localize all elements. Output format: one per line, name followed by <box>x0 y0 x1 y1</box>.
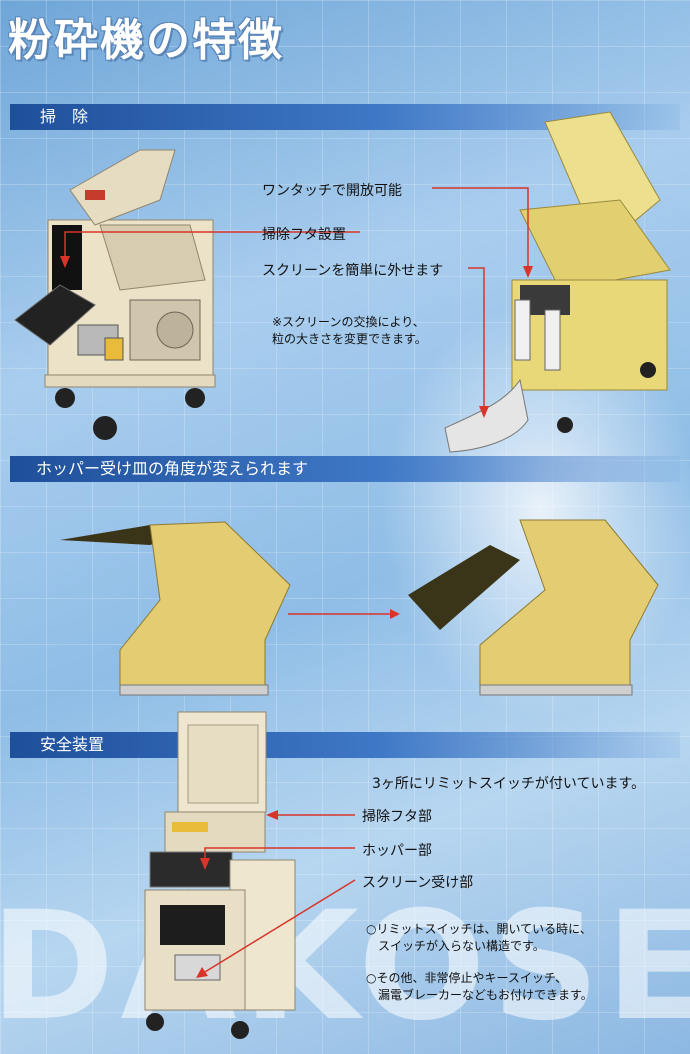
callout-line-screen-switch <box>199 879 356 976</box>
watermark-text: DAKOSE <box>0 880 690 1054</box>
page-title: 粉砕機の特徴 <box>8 15 284 66</box>
callout-lid-section: 掃除フタ部 <box>362 809 432 825</box>
safety-note-2-line-1: ○その他、非常停止やキースイッチ、 <box>366 971 568 985</box>
callout-screen-section: スクリーン受け部 <box>362 875 474 891</box>
callout-line-lid <box>64 231 360 262</box>
safety-note-1-line-2: スイッチが入らない構造です。 <box>366 939 545 953</box>
crusher-photo-left <box>14 149 216 440</box>
screen-mesh-image <box>444 378 529 453</box>
safety-note-2-line-2: 漏電ブレーカーなどもお付けできます。 <box>366 988 593 1002</box>
callout-line-screen <box>468 267 485 412</box>
hopper-tray-position-1 <box>60 521 291 696</box>
callout-line-one-touch <box>432 187 529 272</box>
screen-note-line-2: 粒の大きさを変更できます。 <box>272 332 427 346</box>
callout-hopper-section: ホッパー部 <box>362 843 432 859</box>
callout-screen-removal: スクリーンを簡単に外せます <box>262 263 444 279</box>
hopper-tray-position-2 <box>408 519 659 696</box>
safety-lead-text: 3ヶ所にリミットスイッチが付いています。 <box>372 776 646 792</box>
section-heading-safety: 安全装置 <box>10 732 680 758</box>
screen-note-line-1: ※スクリーンの交換により、 <box>272 315 425 329</box>
section-heading-hopper: ホッパー受け皿の角度が変えられます <box>10 456 680 482</box>
crusher-render-right <box>511 111 671 433</box>
safety-note-1-line-1: ○リミットスイッチは、開いている時に、 <box>366 922 592 936</box>
callout-cleaning-lid: 掃除フタ設置 <box>262 227 346 243</box>
crusher-safety-photo <box>144 711 296 1039</box>
callout-one-touch-open: ワンタッチで開放可能 <box>262 183 402 199</box>
